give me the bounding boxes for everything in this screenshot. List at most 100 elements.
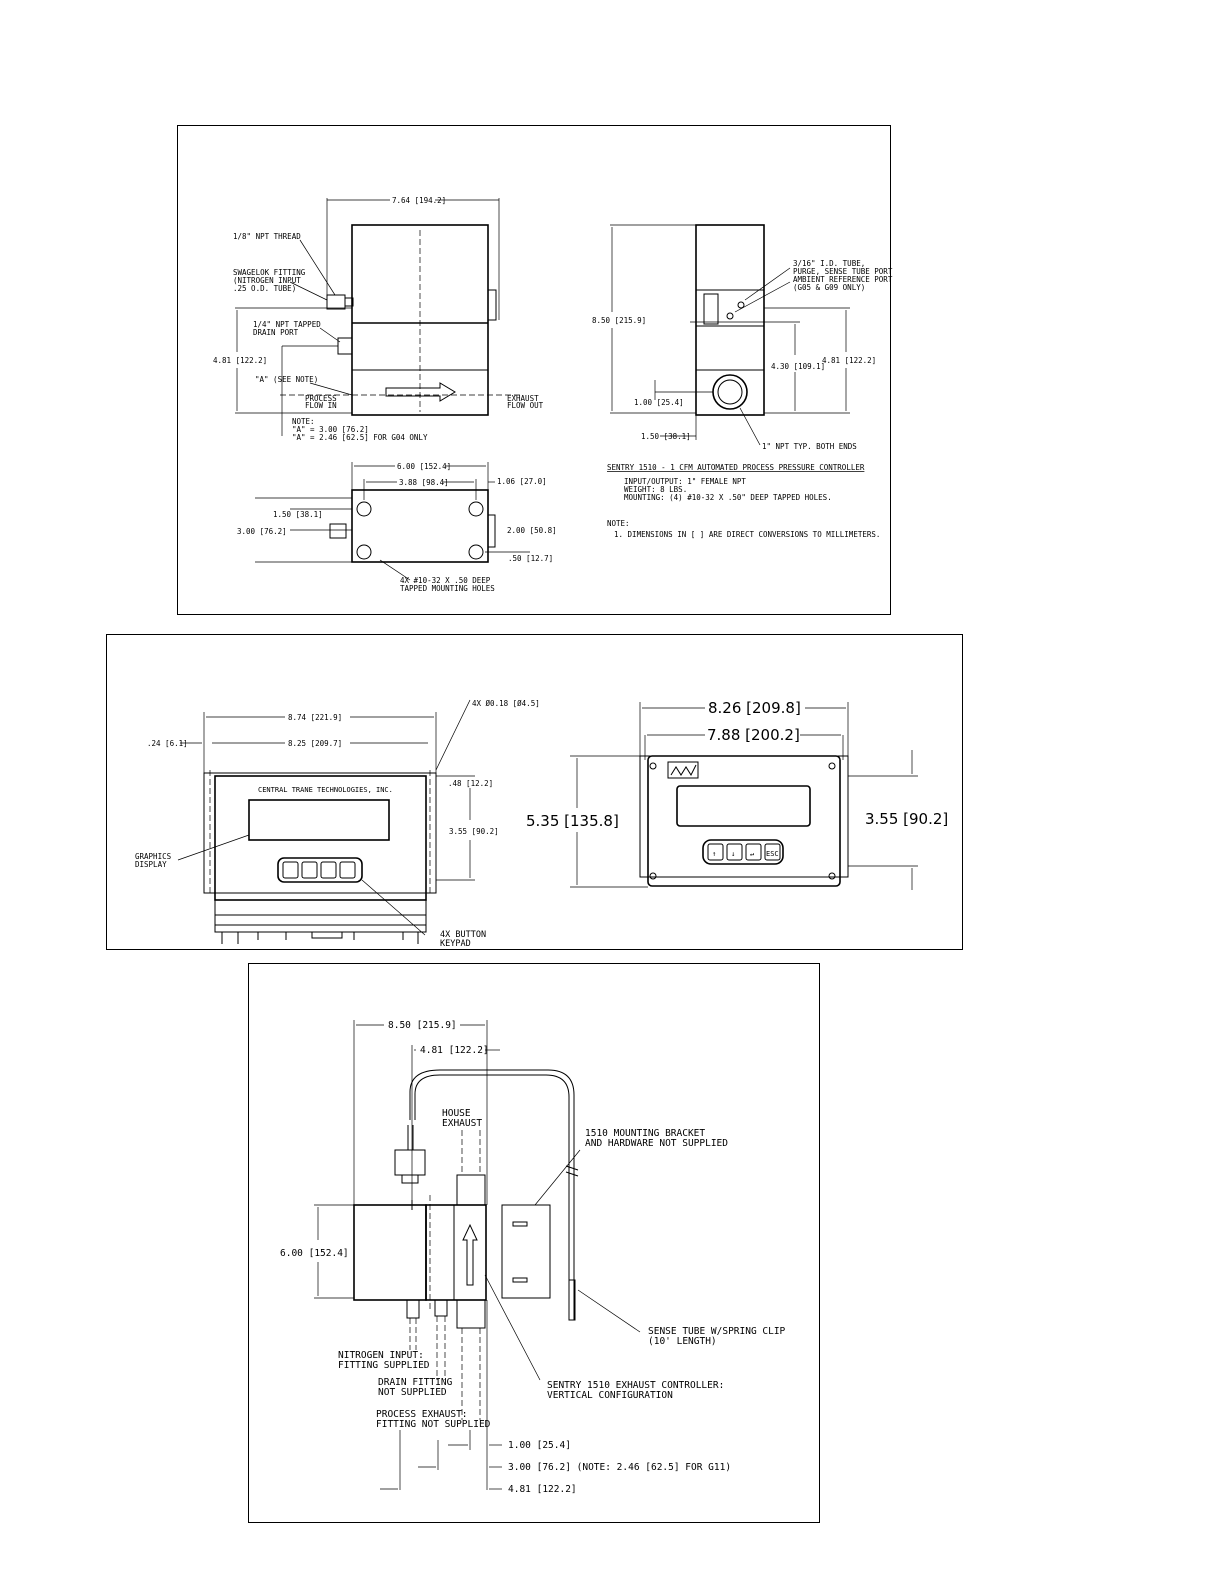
label-swagelok-3: .25 O.D. TUBE) [233,284,296,293]
dim-826: 8.26 [209.8] [708,699,801,717]
flow-up-arrow-icon [462,1223,478,1286]
label-house-1: HOUSE [442,1108,471,1119]
label-nitrogen-1: NITROGEN INPUT: [338,1350,424,1361]
dim-bottom-600: 6.00 [152.4] [397,462,451,471]
dim-left-height: 4.81 [122.2] [213,356,267,365]
dim-side-430: 4.30 [109.1] [771,362,825,371]
dim-825: 8.25 [209.7] [288,739,342,748]
flow-arrow-icon [385,382,456,402]
label-process-1: PROCESS [305,394,337,403]
label-mount-1: 4X #10-32 X .50 DEEP [400,576,491,585]
dim-100: 1.00 [25.4] [508,1440,571,1451]
note-title: NOTE: [292,417,315,426]
label-keypad-1: 4X BUTTON [440,930,486,940]
key-button-1[interactable] [282,861,299,879]
dim-bottom-106: 1.06 [27.0] [497,477,547,486]
dim-bottom-200: 2.00 [50.8] [507,526,557,535]
dim-048: .48 [12.2] [448,779,493,788]
logo-icon [667,761,699,779]
key-button-2[interactable] [301,861,318,879]
label-tube-4: (G05 & G09 ONLY) [793,283,865,292]
drawing-panel-display [106,634,963,950]
key-label-1: ↑ [712,850,716,858]
mount-hole-icon [356,501,372,517]
keypad-right [702,839,784,865]
key-button-4[interactable] [339,861,356,879]
spec-3: MOUNTING: (4) #10-32 X .50" DEEP TAPPED … [624,493,832,502]
bracket-outline [203,772,437,894]
note2-1: 1. DIMENSIONS IN [ ] ARE DIRECT CONVERSI… [614,530,880,539]
label-bracket-1: 1510 MOUNTING BRACKET [585,1128,705,1139]
spec-1: INPUT/OUTPUT: 1" FEMALE NPT [624,477,746,486]
dim-top-width: 7.64 [194.2] [392,196,446,205]
label-swagelok-1: SWAGELOK FITTING [233,268,306,277]
label-exhaust-1: EXHAUST [507,394,539,403]
note-a1: "A" = 3.00 [76.2] [292,425,369,434]
label-mount-2: TAPPED MOUNTING HOLES [400,584,495,593]
brand-text: CENTRAL TRANE TECHNOLOGIES, INC. [258,786,393,794]
label-sense-1: SENSE TUBE W/SPRING CLIP [648,1326,786,1337]
dim-side-481: 4.81 [122.2] [822,356,876,365]
label-swagelok-2: (NITROGEN INPUT [233,276,301,285]
label-drain-2: NOT SUPPLIED [378,1387,447,1398]
graphics-display-screen [248,799,390,841]
keypad-outline [277,857,363,883]
label-drain-1: DRAIN FITTING [378,1377,453,1388]
label-nitrogen-2: FITTING SUPPLIED [338,1360,430,1371]
key-right-2[interactable] [726,843,743,861]
dim-481-top: 4.81 [122.2] [420,1045,489,1056]
sense-tube-line [409,1069,575,1320]
label-sentry-2: VERTICAL CONFIGURATION [547,1390,673,1401]
label-tube-2: PURGE, SENSE TUBE PORT [793,267,893,276]
label-graphics-1: GRAPHICS [135,852,172,861]
dim-850: 8.50 [215.9] [388,1020,457,1031]
dim-355-left: 3.55 [90.2] [449,827,499,836]
dim-bottom-388: 3.88 [98.4] [399,478,449,487]
key-right-4[interactable] [764,843,781,861]
dim-355-right: 3.55 [90.2] [865,810,948,828]
label-a-see-note: "A" (SEE NOTE) [255,375,318,384]
key-label-3: ↵ [750,850,754,858]
dim-bottom-300: 3.00 [76.2] [237,527,287,536]
mounting-bracket [501,1204,551,1299]
dim-600: 6.00 [152.4] [280,1248,349,1259]
key-right-1[interactable] [707,843,724,861]
controller-body [353,1204,427,1301]
dim-788: 7.88 [200.2] [707,726,800,744]
dim-side-150: 1.50 [38.1] [641,432,691,441]
exhaust-fitting-bottom [456,1299,486,1329]
dim-481-bottom: 4.81 [122.2] [508,1484,577,1495]
key-button-3[interactable] [320,861,337,879]
label-procex-2: FITTING NOT SUPPLIED [376,1419,491,1430]
spec-2: WEIGHT: 8 LBS. [624,485,687,494]
key-label-2: ↓ [731,850,735,858]
dim-side-100: 1.00 [25.4] [634,398,684,407]
label-drain-2: DRAIN PORT [253,328,299,337]
connector-icon [394,1149,426,1176]
dim-535: 5.35 [135.8] [526,812,619,830]
label-graphics-2: DISPLAY [135,860,167,869]
label-sense-2: (10' LENGTH) [648,1336,717,1347]
display-screen-right [676,785,811,827]
key-right-3[interactable] [745,843,762,861]
dim-bottom-150: 1.50 [38.1] [273,510,323,519]
label-keypad-2: KEYPAD [440,939,471,949]
label-process-2: FLOW IN [305,401,337,410]
key-label-4: ESC [766,850,779,858]
label-procex-1: PROCESS EXHAUST: [376,1409,468,1420]
label-drain-1: 1/4" NPT TAPPED [253,320,321,329]
exhaust-fitting-top [456,1174,486,1206]
nitrogen-fitting-icon [406,1299,420,1319]
label-bracket-2: AND HARDWARE NOT SUPPLIED [585,1138,728,1149]
label-house-2: EXHAUST [442,1118,482,1129]
label-npt-thread: 1/8" NPT THREAD [233,232,301,241]
dim-bottom-050: .50 [12.7] [508,554,553,563]
label-tube-1: 3/16" I.D. TUBE, [793,259,865,268]
label-exhaust-2: FLOW OUT [507,401,544,410]
controller-panel-body [647,755,841,887]
spec-title: SENTRY 1510 - 1 CFM AUTOMATED PROCESS PR… [607,463,865,472]
drawing-panel-vertical [248,963,820,1523]
